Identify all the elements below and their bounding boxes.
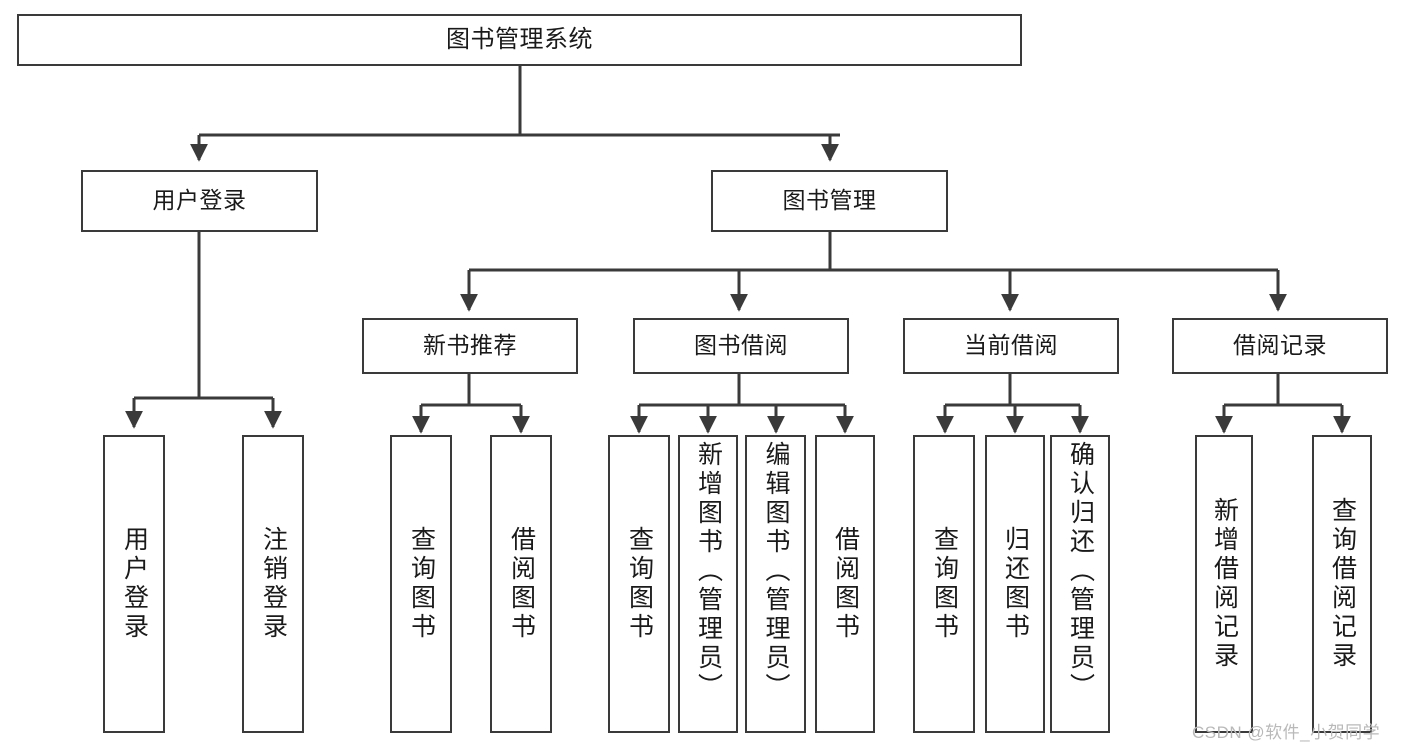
leaf-query-book-borrow[interactable]: 查询图书 — [608, 435, 670, 733]
leaf-query-borrow-record[interactable]: 查询借阅记录 — [1312, 435, 1372, 733]
node-label: 图书借阅 — [694, 332, 788, 359]
node-root-book-management-system[interactable]: 图书管理系统 — [17, 14, 1022, 66]
node-label: 当前借阅 — [964, 332, 1058, 359]
node-new-book-recommendation[interactable]: 新书推荐 — [362, 318, 578, 374]
node-label: 编辑图书（管理员） — [762, 441, 790, 702]
leaf-query-book-new-recommendation[interactable]: 查询图书 — [390, 435, 452, 733]
node-label: 用户登录 — [152, 187, 247, 214]
node-user-login[interactable]: 用户登录 — [81, 170, 318, 232]
node-label: 借阅记录 — [1233, 332, 1327, 359]
node-label: 查询图书 — [407, 526, 436, 642]
node-borrow-record[interactable]: 借阅记录 — [1172, 318, 1388, 374]
node-book-management[interactable]: 图书管理 — [711, 170, 948, 232]
leaf-logout[interactable]: 注销登录 — [242, 435, 304, 733]
node-label: 图书管理系统 — [446, 25, 593, 53]
node-label: 用户登录 — [120, 526, 149, 642]
node-label: 新增图书（管理员） — [694, 441, 723, 702]
node-label: 查询图书 — [625, 526, 654, 642]
node-label: 借阅图书 — [831, 526, 860, 642]
leaf-return-book[interactable]: 归还图书 — [985, 435, 1045, 733]
leaf-add-borrow-record[interactable]: 新增借阅记录 — [1195, 435, 1253, 733]
leaf-edit-book-admin[interactable]: 编辑图书（管理员） — [745, 435, 806, 733]
node-label: 新增借阅记录 — [1210, 497, 1239, 671]
node-book-borrow[interactable]: 图书借阅 — [633, 318, 849, 374]
node-label: 新书推荐 — [423, 332, 517, 359]
node-label: 图书管理 — [782, 187, 877, 214]
csdn-watermark: CSDN @软件_小贺同学 — [1192, 723, 1381, 742]
node-label: 查询借阅记录 — [1328, 497, 1357, 671]
leaf-borrow-book[interactable]: 借阅图书 — [815, 435, 875, 733]
node-label: 注销登录 — [259, 526, 288, 642]
node-label: 确认归还（管理员） — [1066, 441, 1095, 702]
leaf-confirm-return-admin[interactable]: 确认归还（管理员） — [1050, 435, 1110, 733]
leaf-user-login[interactable]: 用户登录 — [103, 435, 165, 733]
leaf-query-book-current[interactable]: 查询图书 — [913, 435, 975, 733]
node-label: 查询图书 — [930, 526, 959, 642]
leaf-add-book-admin[interactable]: 新增图书（管理员） — [678, 435, 738, 733]
node-label: 借阅图书 — [507, 526, 536, 642]
node-current-borrow[interactable]: 当前借阅 — [903, 318, 1119, 374]
leaf-borrow-book-new-recommendation[interactable]: 借阅图书 — [490, 435, 552, 733]
node-label: 归还图书 — [1001, 526, 1030, 642]
